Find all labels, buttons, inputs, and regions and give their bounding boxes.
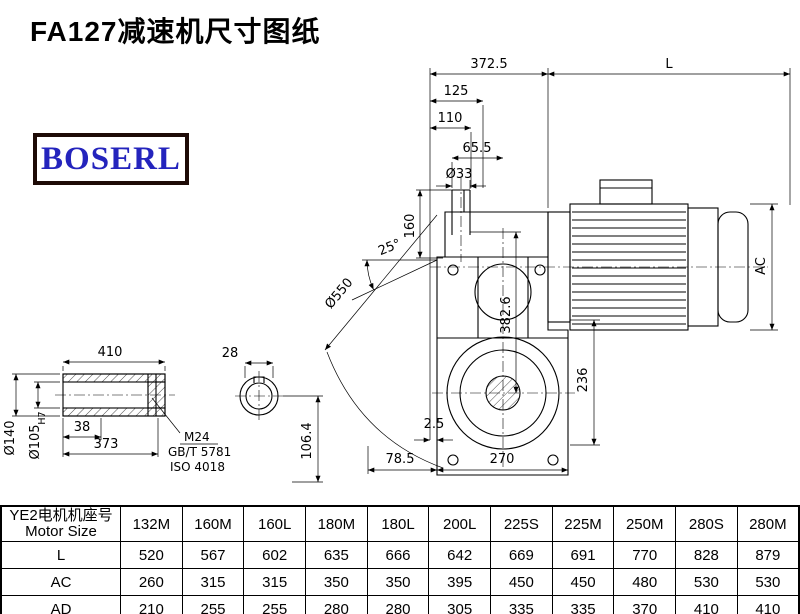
dim-dia33: Ø33 (446, 167, 473, 182)
dim-dia140: Ø140 (3, 420, 18, 455)
row-label-AC: AC (0, 568, 121, 596)
dim-78-5: 78.5 (386, 452, 415, 467)
dim-value-L-280M: 879 (736, 541, 800, 569)
dim-2-5: 2.5 (424, 417, 445, 432)
dim-value-AD-160L: 255 (243, 595, 307, 614)
dim-dia105-tolerance: H7 (37, 411, 48, 424)
dim-28: 28 (222, 346, 239, 361)
dim-125: 125 (444, 84, 469, 99)
dim-value-L-180L: 666 (366, 541, 430, 569)
dim-value-AC-132M: 260 (120, 568, 183, 596)
row-label-AD: AD (0, 595, 121, 614)
header-title-cn: YE2电机机座号 (9, 507, 113, 524)
dim-value-AD-180L: 280 (366, 595, 430, 614)
dim-L: L (665, 57, 673, 72)
dim-373: 373 (94, 437, 119, 452)
dim-value-L-132M: 520 (120, 541, 183, 569)
logo-text: BOSERL (41, 140, 181, 177)
dim-value-AC-160L: 315 (243, 568, 307, 596)
dim-value-L-280S: 828 (675, 541, 738, 569)
dim-value-AC-250M: 480 (613, 568, 677, 596)
motor (547, 179, 749, 331)
col-header-160M: 160M (181, 505, 245, 542)
dim-65-5: 65.5 (463, 141, 492, 156)
dim-value-AC-225S: 450 (490, 568, 553, 596)
dim-value-AD-132M: 210 (120, 595, 183, 614)
dim-value-AD-225M: 335 (551, 595, 615, 614)
col-header-280M: 280M (736, 505, 800, 542)
dim-value-L-160M: 567 (181, 541, 245, 569)
dim-value-L-180M: 635 (305, 541, 368, 569)
dim-value-AC-200L: 395 (428, 568, 492, 596)
dimension-lines (12, 68, 791, 483)
dim-110: 110 (438, 111, 463, 126)
col-header-200L: 200L (428, 505, 492, 542)
dim-236: 236 (576, 368, 591, 393)
dim-25deg: 25° (376, 236, 403, 259)
dim-value-AD-200L: 305 (428, 595, 492, 614)
col-header-160L: 160L (243, 505, 307, 542)
col-header-132M: 132M (120, 505, 183, 542)
dim-38: 38 (74, 420, 91, 435)
logo-box: BOSERL (33, 133, 189, 185)
dim-value-AC-280S: 530 (675, 568, 738, 596)
dim-value-AD-280S: 410 (675, 595, 738, 614)
dim-dia550: Ø550 (322, 276, 356, 312)
dim-value-AC-160M: 315 (181, 568, 245, 596)
dim-value-AD-250M: 370 (613, 595, 677, 614)
label-m24: M24 (184, 430, 210, 444)
dim-value-AD-280M: 410 (736, 595, 800, 614)
dim-value-AD-225S: 335 (490, 595, 553, 614)
dim-382-6: 382.6 (499, 296, 514, 333)
dim-value-L-250M: 770 (613, 541, 677, 569)
dim-value-L-225S: 669 (490, 541, 553, 569)
dim-value-AC-280M: 530 (736, 568, 800, 596)
dim-value-L-160L: 602 (243, 541, 307, 569)
dim-410: 410 (98, 345, 123, 360)
table-header-motor-size: YE2电机机座号 Motor Size (0, 505, 121, 542)
row-label-L: L (0, 541, 121, 569)
label-iso-4018: ISO 4018 (170, 460, 225, 474)
dim-value-AC-180L: 350 (366, 568, 430, 596)
label-gbt-5781: GB/T 5781 (168, 445, 231, 459)
dim-value-L-200L: 642 (428, 541, 492, 569)
col-header-225M: 225M (551, 505, 615, 542)
header-title-en: Motor Size (25, 523, 97, 540)
dim-value-AC-180M: 350 (305, 568, 368, 596)
col-header-250M: 250M (613, 505, 677, 542)
input-shaft (451, 189, 471, 235)
dim-372-5: 372.5 (470, 57, 507, 72)
dim-AC: AC (754, 257, 769, 275)
centerlines (55, 178, 768, 470)
dim-value-L-225M: 691 (551, 541, 615, 569)
col-header-280S: 280S (675, 505, 738, 542)
dim-160: 160 (403, 214, 418, 239)
page-title: FA127减速机尺寸图纸 (30, 16, 321, 47)
col-header-180L: 180L (366, 505, 430, 542)
dim-value-AC-225M: 450 (551, 568, 615, 596)
dim-106-4: 106.4 (300, 422, 315, 459)
col-header-225S: 225S (490, 505, 553, 542)
dim-value-AD-160M: 255 (181, 595, 245, 614)
technical-drawing: 372.5 L 125 110 65.5 Ø33 160 25° Ø550 38… (3, 57, 791, 483)
dim-value-AD-180M: 280 (305, 595, 368, 614)
dim-dia105: Ø105 (28, 424, 43, 459)
dim-270: 270 (490, 452, 515, 467)
col-header-180M: 180M (305, 505, 368, 542)
